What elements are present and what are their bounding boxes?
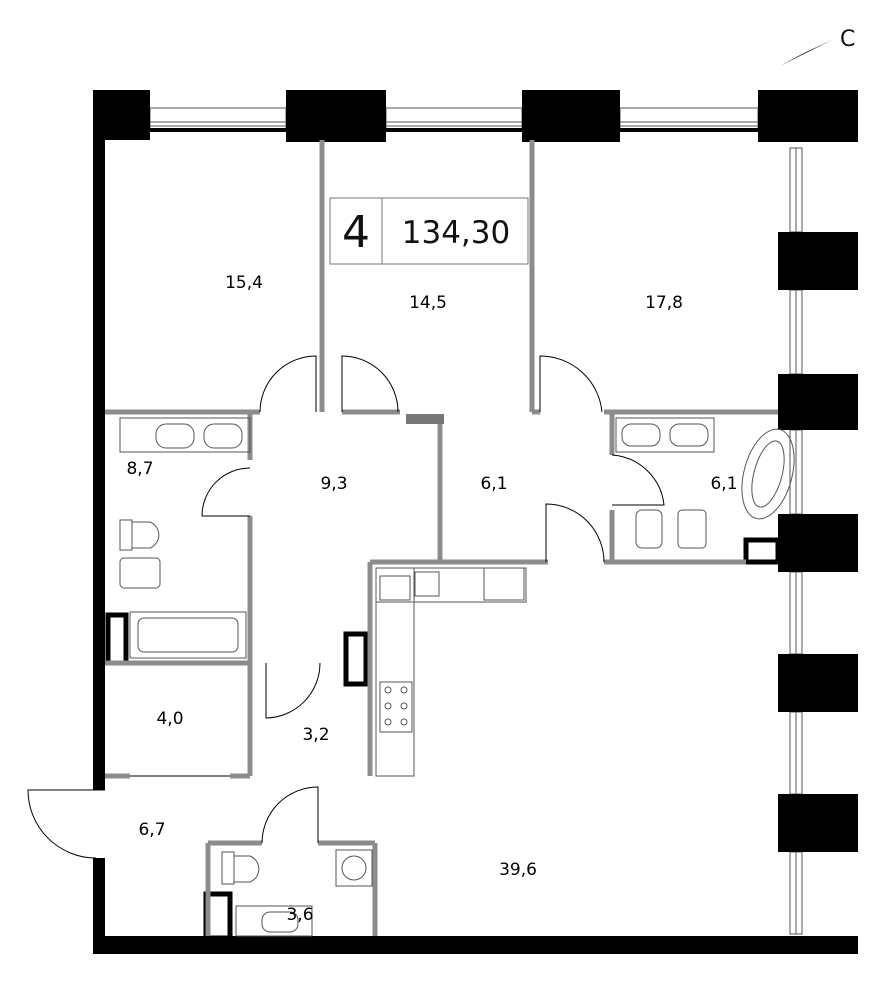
fixtures — [119, 417, 795, 937]
room-area-hall-right: 6,1 — [480, 474, 507, 494]
north-arrow-icon — [780, 40, 832, 66]
beam — [406, 414, 444, 424]
room-area-bathroom-left: 8,7 — [126, 459, 153, 479]
sink-icon — [235, 905, 313, 937]
washer-icon — [335, 849, 373, 887]
room-labels: 15,4 14,5 17,8 8,7 9,3 6,1 6,1 4,0 3,2 6… — [126, 273, 737, 925]
sink-icon — [379, 575, 411, 601]
room-area-wc: 3,6 — [286, 905, 313, 925]
room-area-corridor: 3,2 — [302, 725, 329, 745]
doors — [27, 355, 665, 859]
sink-icon — [669, 423, 709, 447]
room-area-bathroom-right: 6,1 — [710, 474, 737, 494]
room-area-hall-upper: 9,3 — [320, 474, 347, 494]
sink-icon — [155, 423, 195, 449]
room-area-bedroom-middle: 14,5 — [409, 293, 447, 313]
vanity-left — [119, 417, 251, 453]
compass-label: С — [840, 27, 855, 52]
fridge-icon — [483, 567, 525, 601]
toilet-icon — [132, 521, 160, 549]
sink-icon — [621, 423, 661, 447]
compass: С — [780, 27, 855, 66]
bathtub-icon — [129, 611, 247, 659]
room-area-bedroom-left: 15,4 — [225, 273, 263, 293]
bidet-icon — [677, 509, 707, 549]
toilet-icon — [635, 509, 663, 549]
room-area-living-kitchen: 39,6 — [499, 860, 537, 880]
kitchen-counter — [375, 567, 415, 777]
bathtub-icon — [741, 428, 795, 520]
kitchen-counter — [375, 567, 527, 603]
exterior-walls — [93, 90, 858, 954]
bidet-icon — [119, 557, 161, 589]
stove-icon — [379, 681, 413, 733]
room-area-entrance: 6,7 — [138, 820, 165, 840]
toilet-icon — [234, 855, 260, 883]
room-area-wardrobe: 4,0 — [156, 709, 183, 729]
apartment-badge: 4 134,30 — [329, 197, 529, 265]
rooms-count: 4 — [342, 207, 370, 258]
total-area: 134,30 — [402, 215, 510, 251]
windows-top — [149, 107, 759, 131]
room-area-bedroom-right: 17,8 — [645, 293, 683, 313]
sink-icon — [203, 423, 243, 449]
